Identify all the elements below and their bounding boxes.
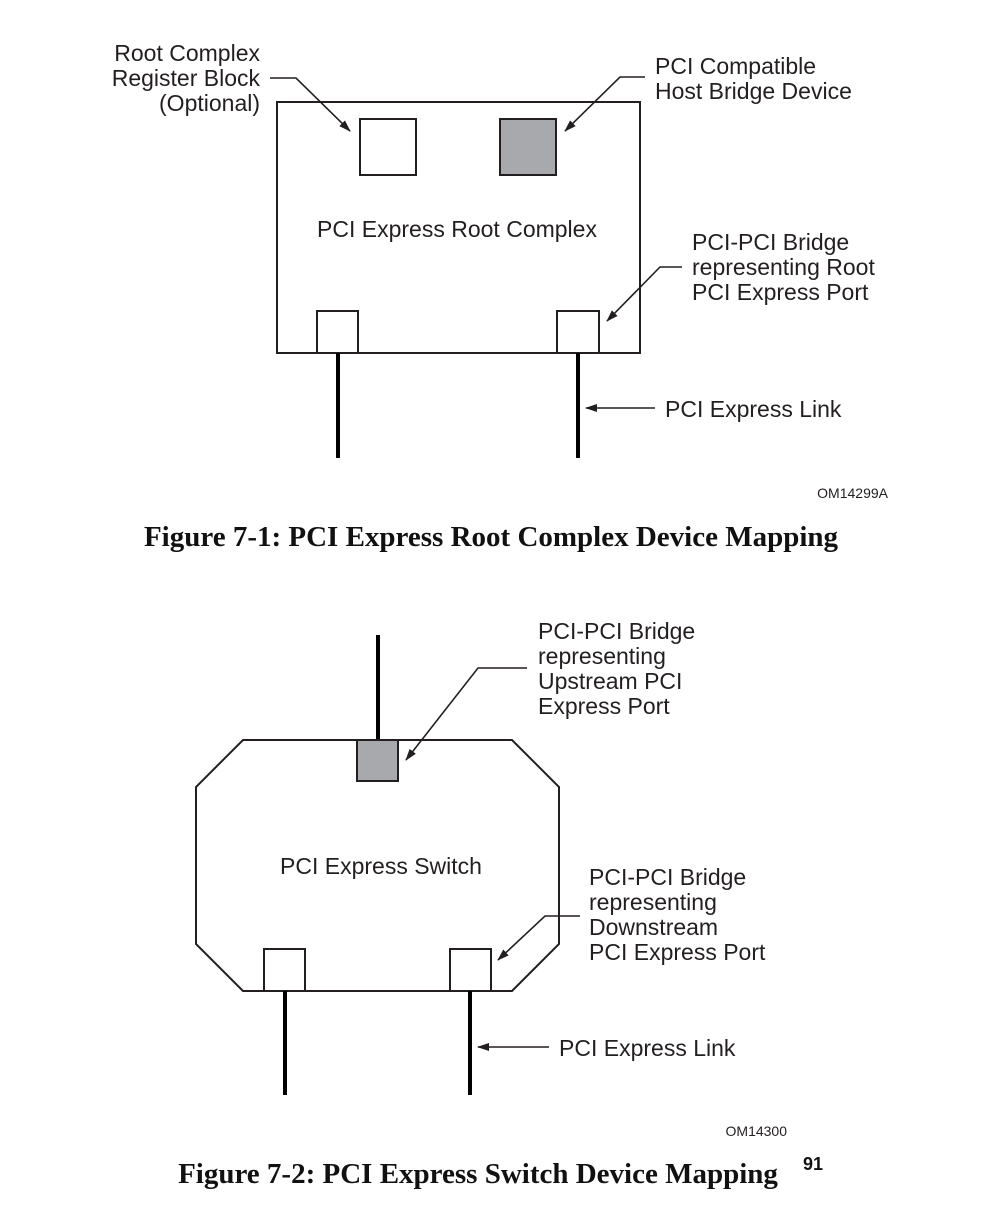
root-port-left: [316, 310, 359, 354]
callout-line: Express Port: [538, 693, 670, 719]
callout-line: representing Root: [692, 254, 875, 280]
callout-line: PCI Express Port: [692, 279, 869, 305]
figure-7-1: PCI Express Root Complex Root Complex Re…: [112, 40, 889, 553]
leader-arrow: [270, 77, 351, 132]
leader-arrow: [606, 266, 682, 322]
callout-line: PCI Express Link: [559, 1035, 736, 1061]
drawing-code: OM14300: [726, 1123, 788, 1139]
leader-arrow: [497, 915, 580, 961]
upstream-port-callout: PCI-PCI Bridge representing Upstream PCI…: [405, 618, 695, 761]
callout-line: Register Block: [112, 65, 261, 91]
link-callout: PCI Express Link: [585, 396, 842, 422]
figure-7-2: PCI Express Switch PCI-PCI Bridge repres…: [178, 618, 823, 1190]
link-callout: PCI Express Link: [477, 1035, 736, 1061]
callout-line: Upstream PCI: [538, 668, 682, 694]
root-port-right: [556, 310, 600, 354]
callout-line: PCI Express Port: [589, 939, 766, 965]
leader-arrow: [405, 667, 527, 761]
root-complex-label: PCI Express Root Complex: [317, 216, 597, 242]
callout-line: PCI Compatible: [655, 53, 816, 79]
callout-line: representing: [589, 889, 717, 915]
callout-line: Downstream: [589, 914, 718, 940]
leader-arrow: [564, 76, 645, 132]
figure-caption: Figure 7-2: PCI Express Switch Device Ma…: [178, 1158, 778, 1190]
upstream-port-block: [356, 739, 399, 782]
callout-line: (Optional): [159, 90, 260, 116]
host-bridge-callout: PCI Compatible Host Bridge Device: [564, 53, 852, 132]
callout-line: Root Complex: [114, 40, 260, 66]
register-block-callout: Root Complex Register Block (Optional): [112, 40, 351, 132]
drawing-code: OM14299A: [817, 485, 888, 501]
callout-line: PCI Express Link: [665, 396, 842, 422]
root-port-callout: PCI-PCI Bridge representing Root PCI Exp…: [606, 229, 875, 322]
page-number: 91: [803, 1154, 823, 1174]
callout-line: PCI-PCI Bridge: [538, 618, 695, 644]
host-bridge-block: [499, 118, 557, 176]
figure-caption: Figure 7-1: PCI Express Root Complex Dev…: [144, 521, 839, 553]
switch-label: PCI Express Switch: [280, 853, 482, 879]
callout-line: Host Bridge Device: [655, 78, 852, 104]
callout-line: PCI-PCI Bridge: [589, 864, 746, 890]
callout-line: PCI-PCI Bridge: [692, 229, 849, 255]
downstream-port-right: [449, 948, 492, 992]
switch-outline: [195, 739, 560, 992]
register-block: [359, 118, 417, 176]
downstream-port-callout: PCI-PCI Bridge representing Downstream P…: [497, 864, 766, 965]
callout-line: representing: [538, 643, 666, 669]
downstream-port-left: [263, 948, 306, 992]
